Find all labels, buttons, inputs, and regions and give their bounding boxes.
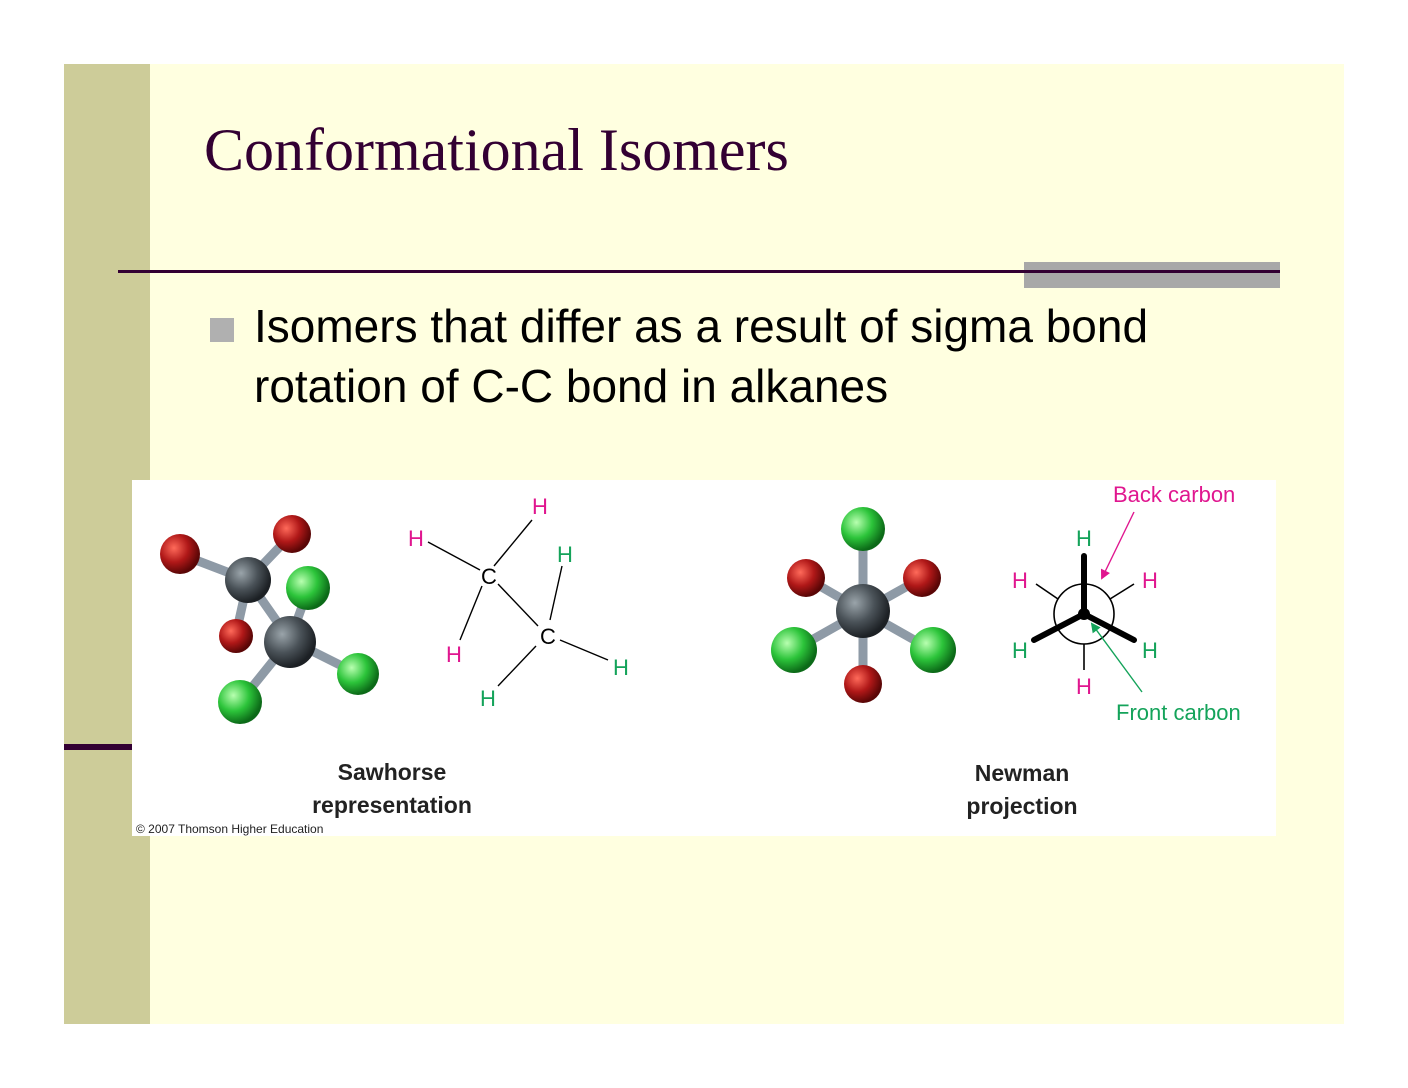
- copyright-notice: © 2007 Thomson Higher Education: [136, 822, 324, 836]
- sawhorse-caption: Sawhorse representation: [292, 756, 492, 822]
- conformation-figure: C C H H H H H H: [132, 480, 1276, 836]
- sawhorse-back-h-left: H: [408, 526, 424, 551]
- newman-structure: H H H H H H Back carbon Front carbon: [1012, 482, 1241, 725]
- ball-stick-model-staggered: [160, 515, 379, 724]
- title-divider-accent-line: [1024, 270, 1280, 273]
- sawhorse-front-h-top: H: [557, 542, 573, 567]
- bullet-text: Isomers that differ as a result of sigma…: [254, 300, 1149, 412]
- ball-stick-model-end-on: [771, 507, 956, 703]
- sawhorse-caption-line1: Sawhorse: [337, 759, 447, 785]
- title-divider-accent: [1024, 262, 1280, 288]
- newman-front-h-right: H: [1142, 638, 1158, 663]
- newman-caption: Newman projection: [932, 757, 1112, 823]
- newman-front-h-left: H: [1012, 638, 1028, 663]
- sawhorse-front-h-bottom: H: [480, 686, 496, 711]
- back-carbon-label: Back carbon: [1113, 482, 1235, 507]
- figure-drawing: C C H H H H H H: [160, 482, 1241, 725]
- newman-back-h-bottom: H: [1076, 674, 1092, 699]
- front-carbon-label: Front carbon: [1116, 700, 1241, 725]
- back-carbon-arrow: [1100, 511, 1135, 580]
- newman-front-h-top: H: [1076, 526, 1092, 551]
- sawhorse-structure: C C H H H H H H: [408, 494, 629, 711]
- sawhorse-front-h-right: H: [613, 655, 629, 680]
- slide-title: Conformational Isomers: [204, 117, 789, 183]
- newman-back-h-left: H: [1012, 568, 1028, 593]
- side-accent-bar: [64, 744, 150, 750]
- newman-caption-line1: Newman: [974, 760, 1070, 786]
- sawhorse-back-h-top: H: [532, 494, 548, 519]
- sawhorse-caption-line2: representation: [312, 792, 472, 818]
- newman-caption-line2: projection: [966, 793, 1078, 819]
- sawhorse-back-carbon: C: [481, 564, 497, 589]
- title-divider: [118, 270, 1280, 273]
- bullet-square-icon: [210, 318, 234, 342]
- newman-back-h-right: H: [1142, 568, 1158, 593]
- sawhorse-front-carbon: C: [540, 624, 556, 649]
- sawhorse-back-h-bottom: H: [446, 642, 462, 667]
- front-carbon-arrow: [1090, 622, 1143, 693]
